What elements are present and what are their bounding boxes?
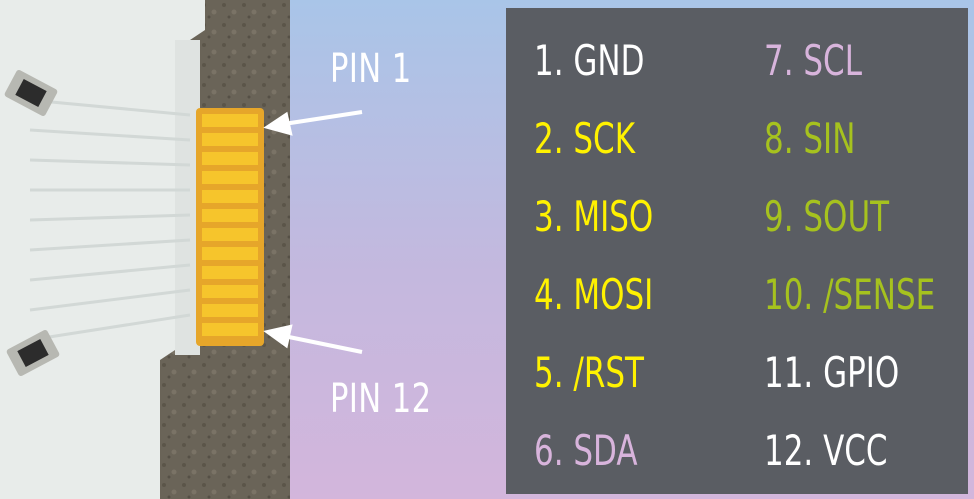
resistor-top bbox=[4, 70, 58, 116]
flex-cable-image bbox=[0, 0, 290, 499]
pin-item-6: 6. SDA bbox=[534, 426, 638, 475]
resistor-bottom bbox=[6, 330, 60, 376]
pin1-arrow bbox=[283, 110, 363, 126]
pin-item-10: 10. /SENSE bbox=[764, 270, 936, 319]
pin-item-8: 8. SIN bbox=[764, 114, 856, 163]
pin12-arrow bbox=[283, 334, 363, 354]
pin-item-12: 12. VCC bbox=[764, 426, 888, 475]
pin-item-2: 2. SCK bbox=[534, 114, 636, 163]
pin-item-7: 7. SCL bbox=[764, 36, 862, 85]
pin-item-3: 3. MISO bbox=[534, 192, 654, 241]
pin-item-5: 5. /RST bbox=[534, 348, 644, 397]
pin12-label: PIN 12 bbox=[330, 376, 432, 422]
pin-item-9: 9. SOUT bbox=[764, 192, 890, 241]
pinout-panel: 1. GND 2. SCK 3. MISO 4. MOSI 5. /RST 6.… bbox=[506, 8, 968, 494]
pin-item-1: 1. GND bbox=[534, 36, 645, 85]
connector-photo bbox=[0, 0, 290, 499]
pin1-label: PIN 1 bbox=[330, 46, 412, 92]
pin-item-4: 4. MOSI bbox=[534, 270, 654, 319]
pin-item-11: 11. GPIO bbox=[764, 348, 900, 397]
